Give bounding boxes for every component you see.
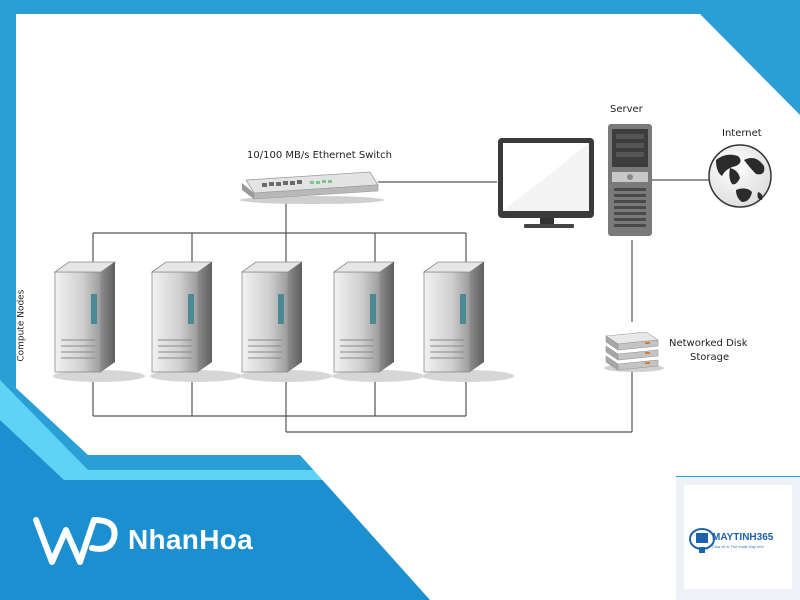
partner-logo-panel: MAYTINH365 Chia sẻ & Thủ thuật Máy tính [684, 485, 792, 589]
server-label: Server [610, 104, 643, 115]
globe-icon [708, 144, 772, 208]
compute-node-4 [332, 261, 424, 382]
switch-label: 10/100 MB/s Ethernet Switch [247, 150, 392, 161]
server-tower [608, 124, 652, 236]
compute-node-1 [53, 261, 145, 382]
network-links [92, 179, 712, 433]
monitor [498, 138, 594, 228]
partner-tagline: Chia sẻ & Thủ thuật Máy tính [712, 544, 764, 549]
disk-storage [604, 331, 664, 372]
ethernet-switch [240, 171, 384, 204]
compute-node-3 [240, 261, 332, 382]
compute-node-2 [150, 261, 242, 382]
monitor-logo-icon [689, 528, 715, 553]
storage-label-line2: Storage [690, 352, 730, 363]
brand-name: NhanHoa [128, 524, 253, 555]
internet-label: Internet [722, 128, 762, 139]
compute-nodes-label: Compute Nodes [16, 289, 27, 362]
nhanhoa-logo-icon [33, 517, 118, 565]
partner-logo-card: MAYTINH365 Chia sẻ & Thủ thuật Máy tính [676, 477, 800, 600]
storage-label-line1: Networked Disk [669, 338, 748, 349]
content-panel [16, 14, 800, 600]
partner-name: MAYTINH365 [712, 532, 774, 543]
compute-node-5 [422, 261, 514, 382]
accent-band-dark [0, 420, 455, 600]
